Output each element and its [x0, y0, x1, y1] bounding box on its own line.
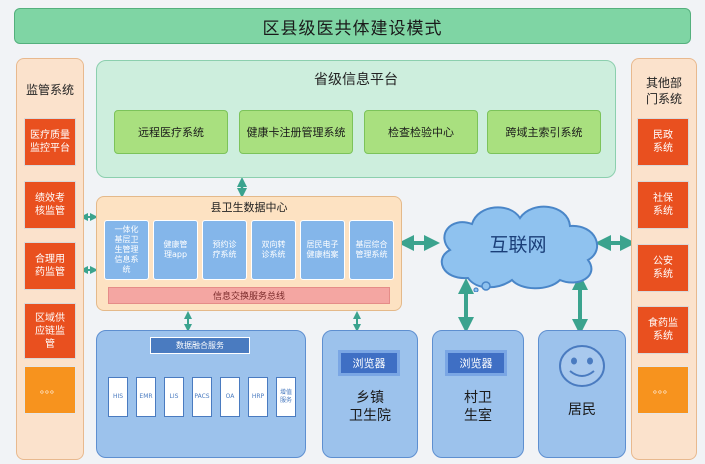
data-fusion-item: HIS — [108, 377, 128, 417]
data-fusion-item: PACS — [192, 377, 212, 417]
data-fusion-item: 增值 服务 — [276, 377, 296, 417]
provincial-system-item: 健康卡注册管理系统 — [239, 110, 353, 154]
county-system-item: 居民电子 健康档案 — [300, 220, 345, 280]
data-fusion-item: EMR — [136, 377, 156, 417]
data-fusion-item: HRP — [248, 377, 268, 417]
supervision-item: 医疗质量 监控平台 — [24, 118, 76, 166]
page-title: 区县级医共体建设模式 — [14, 8, 691, 44]
dept-item: 民政 系统 — [637, 118, 689, 166]
other-depts-title: 其他部 门系统 — [645, 76, 682, 106]
internet-cloud-icon — [440, 205, 599, 292]
info-exchange-bus: 信息交换服务总线 — [108, 287, 390, 304]
supervision-item: 区域供 应链监 管 — [24, 303, 76, 359]
data-fusion-title: 数据融合服务 — [150, 337, 250, 354]
supervision-item: 。。。 — [24, 366, 76, 414]
provincial-platform-title: 省级信息平台 — [314, 72, 398, 88]
internet-label: 互联网 — [489, 233, 547, 256]
supervision-title: 监管系统 — [25, 83, 74, 97]
provincial-system-item: 检查检验中心 — [364, 110, 478, 154]
village-label: 村卫 生室 — [464, 390, 492, 424]
resident-label: 居民 — [568, 402, 596, 418]
dept-item: 公安 系统 — [637, 244, 689, 292]
county-system-item: 预约诊 疗系统 — [202, 220, 247, 280]
smiley-face-icon — [559, 345, 605, 387]
data-fusion-item: OA — [220, 377, 240, 417]
dept-item: 。。。 — [637, 366, 689, 414]
county-system-item: 基层综合 管理系统 — [349, 220, 394, 280]
county-system-item: 双向转 诊系统 — [251, 220, 296, 280]
dept-item: 食药监 系统 — [637, 306, 689, 354]
township-label: 乡镇 卫生院 — [349, 390, 391, 424]
supervision-item: 合理用 药监管 — [24, 242, 76, 290]
provincial-system-item: 跨域主索引系统 — [487, 110, 601, 154]
township-browser-button[interactable]: 浏览器 — [338, 350, 400, 376]
dept-item: 社保 系统 — [637, 181, 689, 229]
county-system-item: 一体化 基层卫 生管理 信息系 统 — [104, 220, 149, 280]
county-data-center-title: 县卫生数据中心 — [210, 201, 288, 214]
village-browser-button[interactable]: 浏览器 — [445, 350, 507, 376]
data-fusion-item: LIS — [164, 377, 184, 417]
county-system-item: 健康管 理app — [153, 220, 198, 280]
provincial-system-item: 远程医疗系统 — [114, 110, 228, 154]
supervision-item: 绩效考 核监管 — [24, 181, 76, 229]
